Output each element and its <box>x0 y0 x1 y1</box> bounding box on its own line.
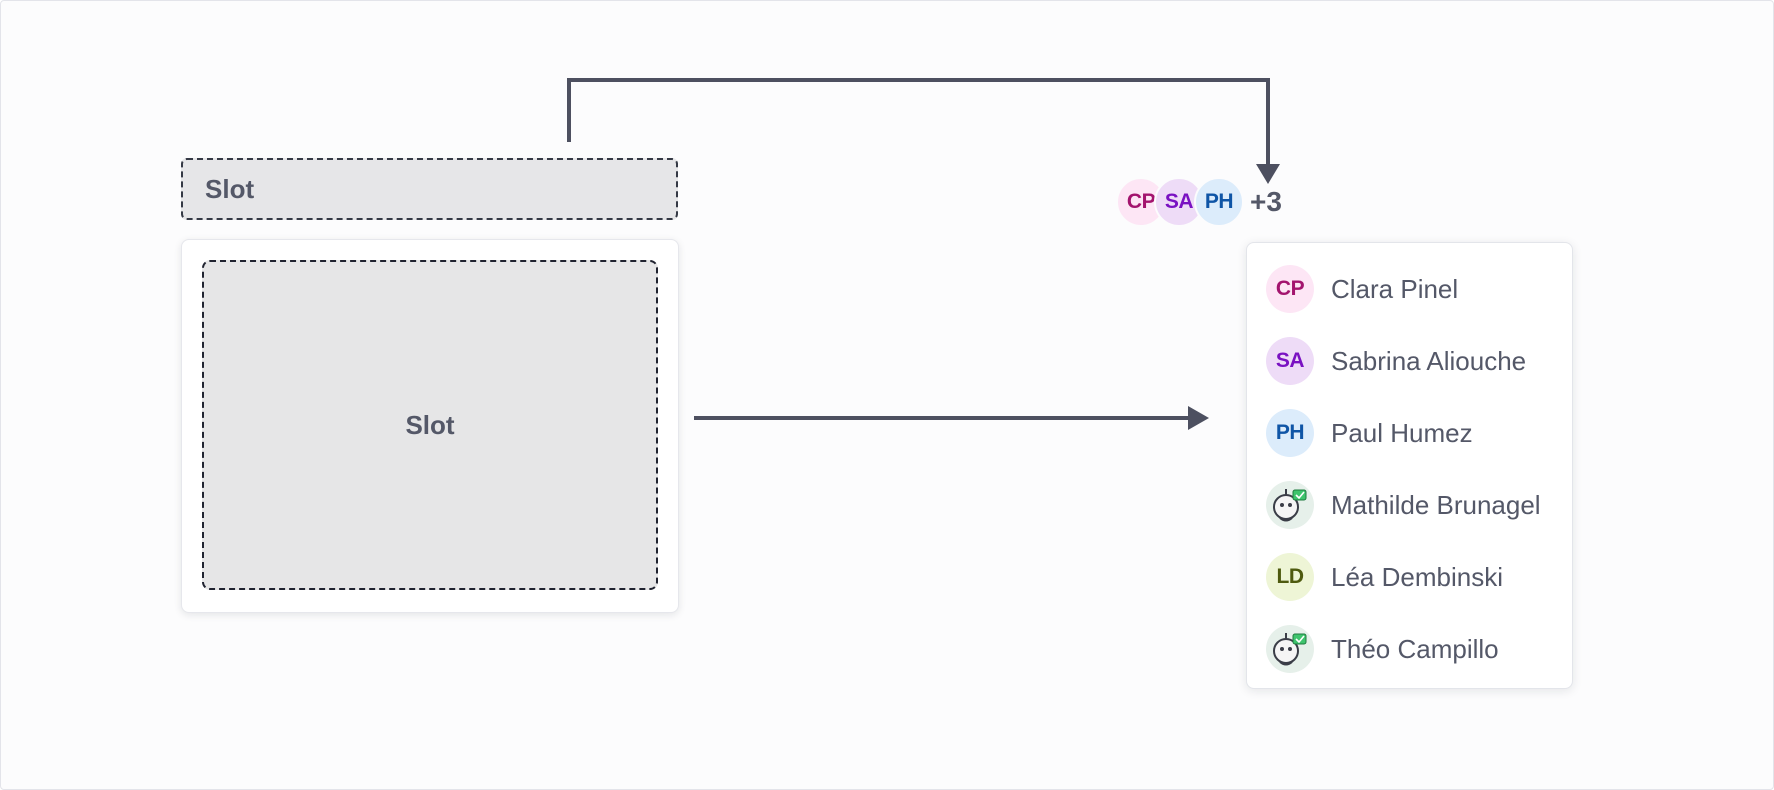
trigger-slot: Slot <box>181 158 678 220</box>
user-name: Clara Pinel <box>1331 273 1459 304</box>
list-item[interactable]: Théo Campillo <box>1247 613 1572 685</box>
avatar: CP <box>1116 177 1166 227</box>
bot-avatar-icon <box>1266 481 1314 529</box>
avatar-initials: CP <box>1126 190 1156 213</box>
avatar-initials: PH <box>1204 190 1234 213</box>
list-item[interactable]: SA Sabrina Aliouche <box>1247 325 1572 397</box>
list-item[interactable]: PH Paul Humez <box>1247 397 1572 469</box>
content-slot-label: Slot <box>405 409 455 440</box>
list-item[interactable]: LD Léa Dembinski <box>1247 541 1572 613</box>
arrowhead-right-icon <box>1188 406 1209 430</box>
arrowhead-down-icon <box>1256 164 1280 184</box>
popover-panel: Slot <box>181 239 679 613</box>
avatar-group[interactable]: CP SA PH +3 <box>1116 177 1296 227</box>
avatar-initials: PH <box>1275 421 1305 444</box>
more-count: +3 <box>1250 186 1282 217</box>
list-item[interactable]: CP Clara Pinel <box>1247 253 1572 325</box>
user-name: Léa Dembinski <box>1331 561 1503 592</box>
user-name: Sabrina Aliouche <box>1331 345 1527 376</box>
avatar: PH <box>1194 177 1244 227</box>
trigger-slot-label: Slot <box>205 173 255 204</box>
avatar-initials: SA <box>1164 190 1194 213</box>
avatar: CP <box>1266 265 1314 313</box>
user-name: Paul Humez <box>1331 417 1473 448</box>
avatar: PH <box>1266 409 1314 457</box>
avatar-initials: CP <box>1275 277 1305 300</box>
avatar-initials: LD <box>1276 565 1305 588</box>
trigger-to-avatar-group-arrow <box>567 78 1270 166</box>
content-slot: Slot <box>202 260 658 590</box>
avatar: LD <box>1266 553 1314 601</box>
avatar-initials: SA <box>1275 349 1305 372</box>
list-item[interactable]: Mathilde Brunagel <box>1247 469 1572 541</box>
bot-avatar-icon <box>1266 625 1314 673</box>
user-name: Mathilde Brunagel <box>1331 489 1541 520</box>
user-name: Théo Campillo <box>1331 633 1499 664</box>
avatar: SA <box>1266 337 1314 385</box>
